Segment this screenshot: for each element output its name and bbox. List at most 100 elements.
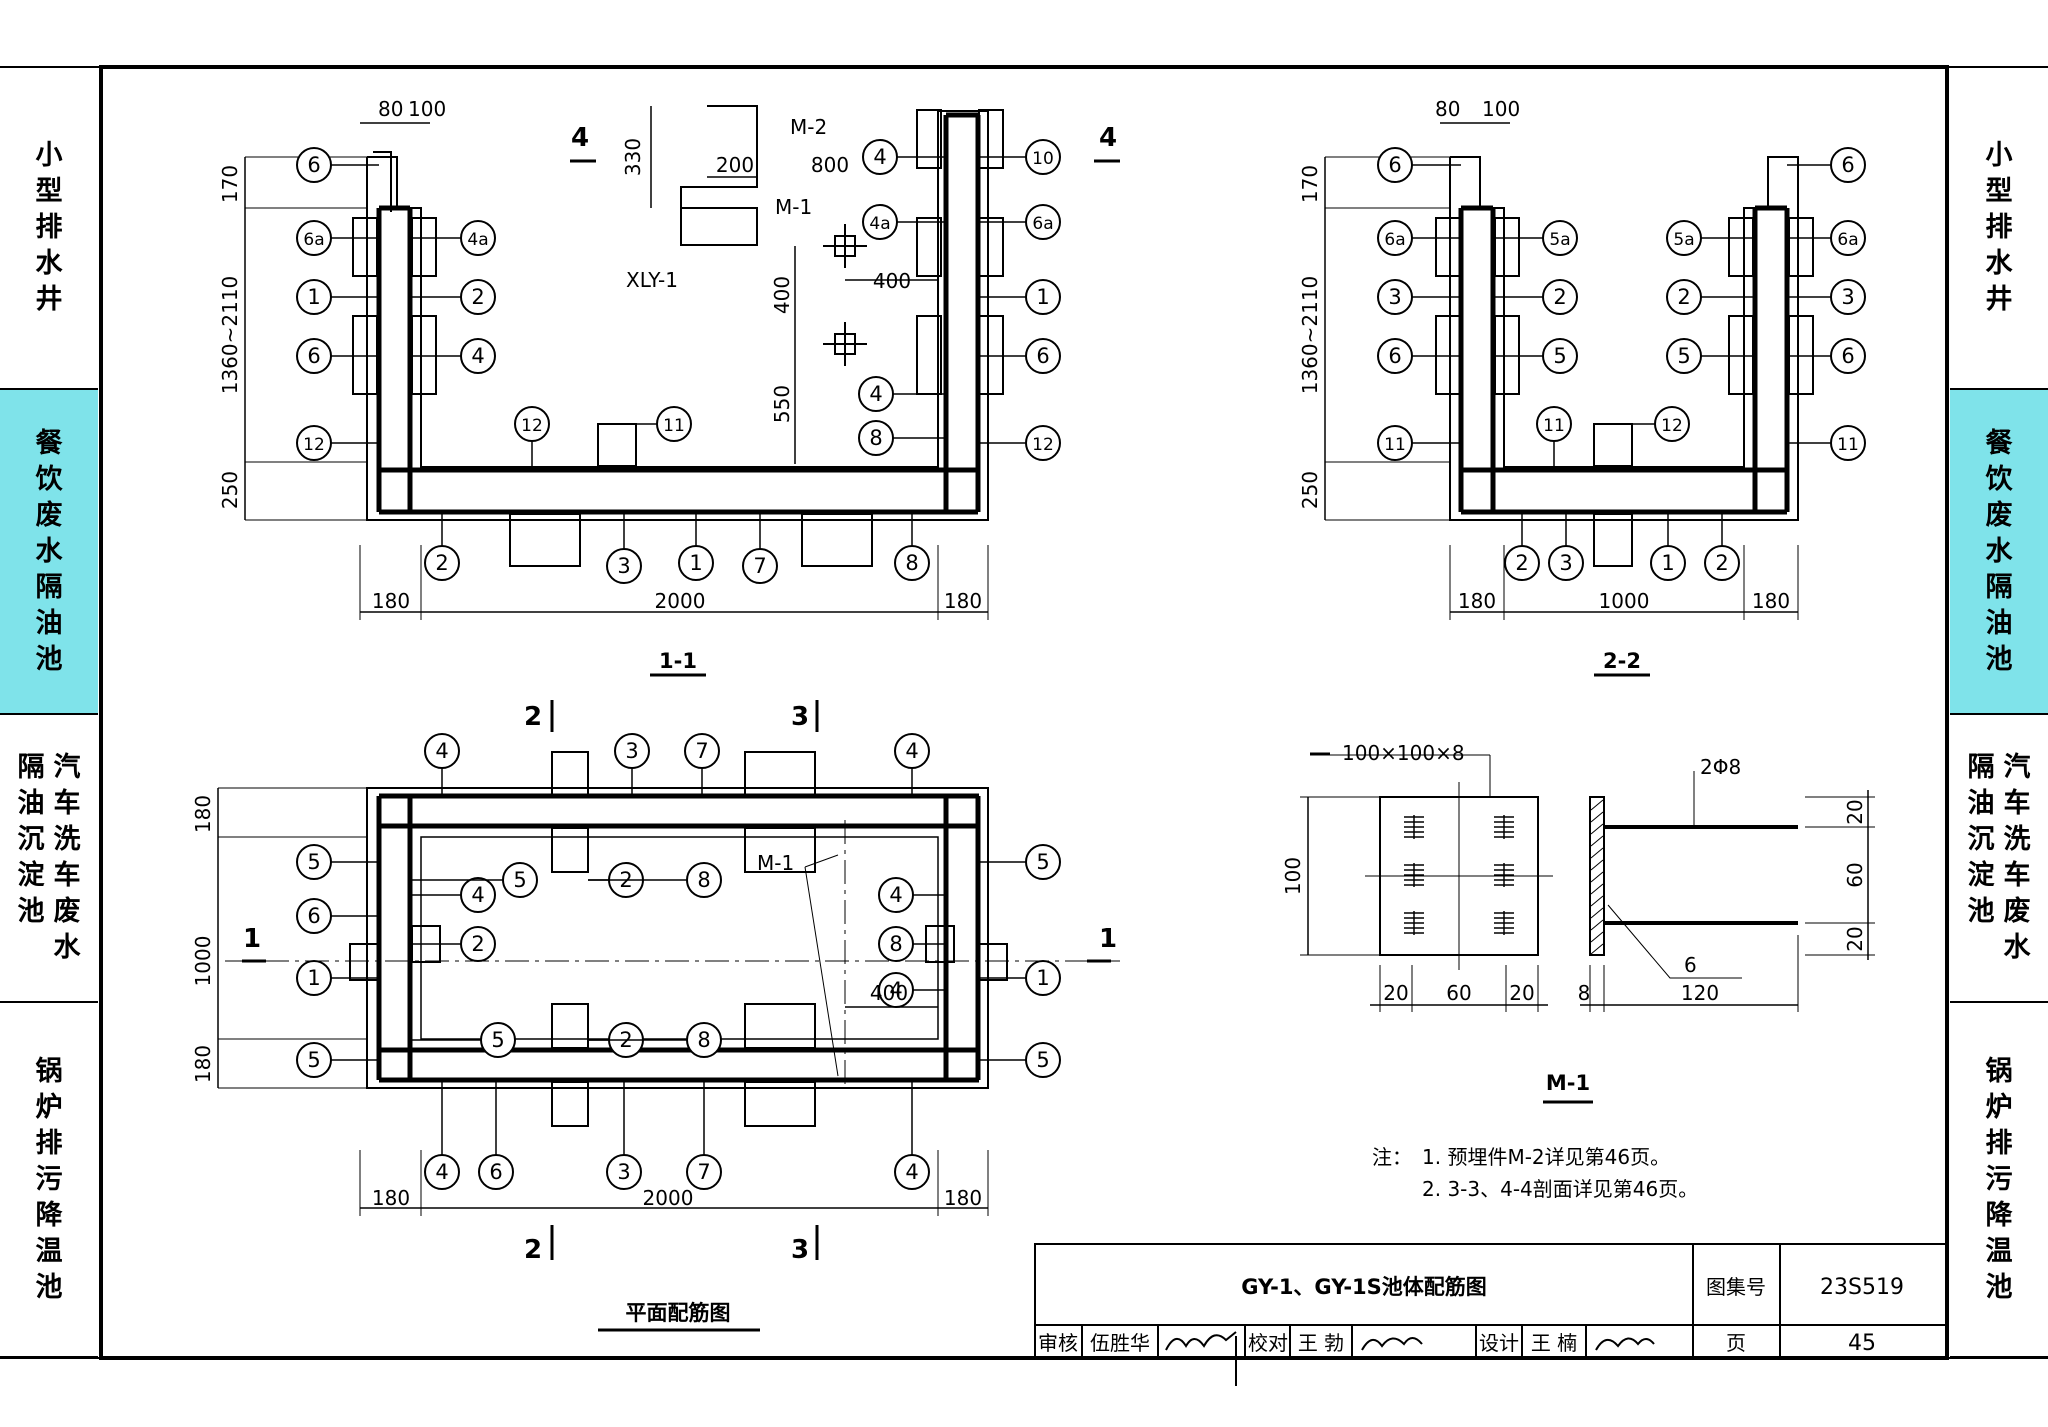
rebar-mark-label: 5 [1036, 850, 1049, 874]
rebar-mark [1830, 279, 1866, 315]
notes: 注： 1. 预埋件M-2详见第46页。 2. 3-3、4-4剖面详见第46页。 [1372, 1145, 1698, 1201]
rebar-mark-label: 6a [303, 230, 324, 250]
plan-title: 平面配筋图 [626, 1301, 731, 1325]
rebar-mark [1025, 338, 1061, 374]
dim-r20b: 20 [1843, 926, 1867, 951]
rebar-mark-label: 2 [471, 285, 484, 309]
rebar-mark [862, 139, 898, 175]
rebar-mark-label: 4 [889, 883, 902, 907]
dim-180-bottom: 180 [191, 1045, 215, 1083]
rebar-mark-label: 1 [1036, 285, 1049, 309]
rebar-mark-label: 3 [1559, 551, 1572, 575]
rebar-mark [1025, 844, 1061, 880]
category-tab: 小型排水井 [0, 67, 98, 390]
m1-detail: 100×100×8 2Φ8 100 20 60 20 8 120 20 60 2… [1281, 741, 1875, 1104]
rebar-mark-label: 3 [1841, 285, 1854, 309]
rebar-mark-label: 11 [663, 416, 685, 436]
dim-400-v: 400 [770, 276, 794, 314]
rebar-mark [1025, 204, 1061, 240]
rebar-mark [1377, 147, 1413, 183]
rebar-mark-label: 6 [1036, 344, 1049, 368]
rebar-mark [1548, 545, 1584, 581]
dim-60: 60 [1446, 981, 1471, 1005]
rebar-mark [424, 545, 460, 581]
rebar-mark [1542, 338, 1578, 374]
rebar-mark [894, 733, 930, 769]
dim-20b: 20 [1509, 981, 1534, 1005]
category-tab-label: 锅炉排污降温池 [35, 1055, 63, 1303]
category-tab: 餐饮废水隔油池 [0, 390, 98, 715]
category-tab-label: 小型排水井 [35, 139, 63, 315]
rebar-mark-label: 12 [303, 435, 325, 455]
dim-100: 100 [408, 97, 446, 121]
rebar-mark [502, 862, 538, 898]
rebar-mark [1025, 139, 1061, 175]
rebar-mark-label: 7 [753, 554, 766, 578]
rebar-mark-label: 1 [1036, 966, 1049, 990]
rebar-mark [480, 1022, 516, 1058]
rebar-mark-label: 5 [1677, 344, 1690, 368]
rebar-mark-label: 7 [695, 739, 708, 763]
rebar-mark [686, 862, 722, 898]
dim-180-right: 180 [944, 589, 982, 613]
rebar-mark [1536, 406, 1572, 442]
rebar-mark [1025, 279, 1061, 315]
note-2: 2. 3-3、4-4剖面详见第46页。 [1422, 1177, 1698, 1201]
cut-4-left: 4 [571, 123, 589, 153]
rebar-mark-label: 2 [1715, 551, 1728, 575]
label-m1: M-1 [775, 195, 812, 219]
rebar-mark-label: 2 [471, 932, 484, 956]
category-tab: 汽车洗车废水隔油沉淀池 [0, 715, 98, 1003]
rebar-mark-label: 6 [1841, 344, 1854, 368]
cut-1-left: 1 [243, 924, 261, 954]
category-tab: 锅炉排污降温池 [1950, 1003, 2048, 1358]
rebar-mark [1704, 545, 1740, 581]
m1-title: M-1 [1546, 1071, 1590, 1095]
rebar-mark [460, 220, 496, 256]
rebar-mark-label: 2 [1677, 285, 1690, 309]
dim-250: 250 [1298, 471, 1322, 509]
rebar-mark-label: 5 [307, 1048, 320, 1072]
dim-800: 800 [811, 153, 849, 177]
rebar-mark-label: 3 [617, 1160, 630, 1184]
category-tab-label: 隔油沉淀池 [1967, 752, 1995, 927]
category-tab-label: 小型排水井 [1985, 139, 2013, 315]
rebar-mark [296, 844, 332, 880]
rebar-mark-label: 3 [617, 554, 630, 578]
notes-prefix: 注： [1372, 1145, 1412, 1169]
dim-100: 100 [1281, 857, 1305, 895]
section-2-2-title: 2-2 [1603, 649, 1641, 673]
dim-height: 1360~2110 [218, 276, 242, 395]
cut-2-bottom: 2 [524, 1235, 542, 1265]
atlas-number: 23S519 [1820, 1275, 1904, 1300]
label-m1: M-1 [757, 851, 794, 875]
rebar-mark [858, 376, 894, 412]
rebar-mark [656, 406, 692, 442]
rebar-mark [1377, 220, 1413, 256]
rebar-mark-label: 1 [1661, 551, 1674, 575]
dim-100: 100 [1482, 97, 1520, 121]
rebar-mark-label: 12 [521, 416, 543, 436]
dim-170: 170 [1298, 165, 1322, 203]
design-label: 设计 [1479, 1331, 1519, 1355]
rebar-mark [1025, 425, 1061, 461]
review-label: 审核 [1038, 1331, 1078, 1355]
rebar-mark-label: 5 [491, 1028, 504, 1052]
rebar-mark [1654, 406, 1690, 442]
rebar-mark [296, 147, 332, 183]
rebar-mark-label: 8 [889, 932, 902, 956]
rebar-mark-label: 6a [1032, 214, 1053, 234]
rebar-mark [686, 1154, 722, 1190]
dim-180-left: 180 [372, 1186, 410, 1210]
rebar-mark [1025, 1042, 1061, 1078]
cut-4-right: 4 [1099, 123, 1117, 153]
dim-200: 200 [716, 153, 754, 177]
dim-400-h: 400 [873, 269, 911, 293]
rebar-mark [1542, 279, 1578, 315]
rebar-mark-label: 4 [889, 978, 902, 1002]
rebar-mark [1830, 220, 1866, 256]
rebar-mark [296, 1042, 332, 1078]
designer: 王 楠 [1531, 1331, 1577, 1355]
